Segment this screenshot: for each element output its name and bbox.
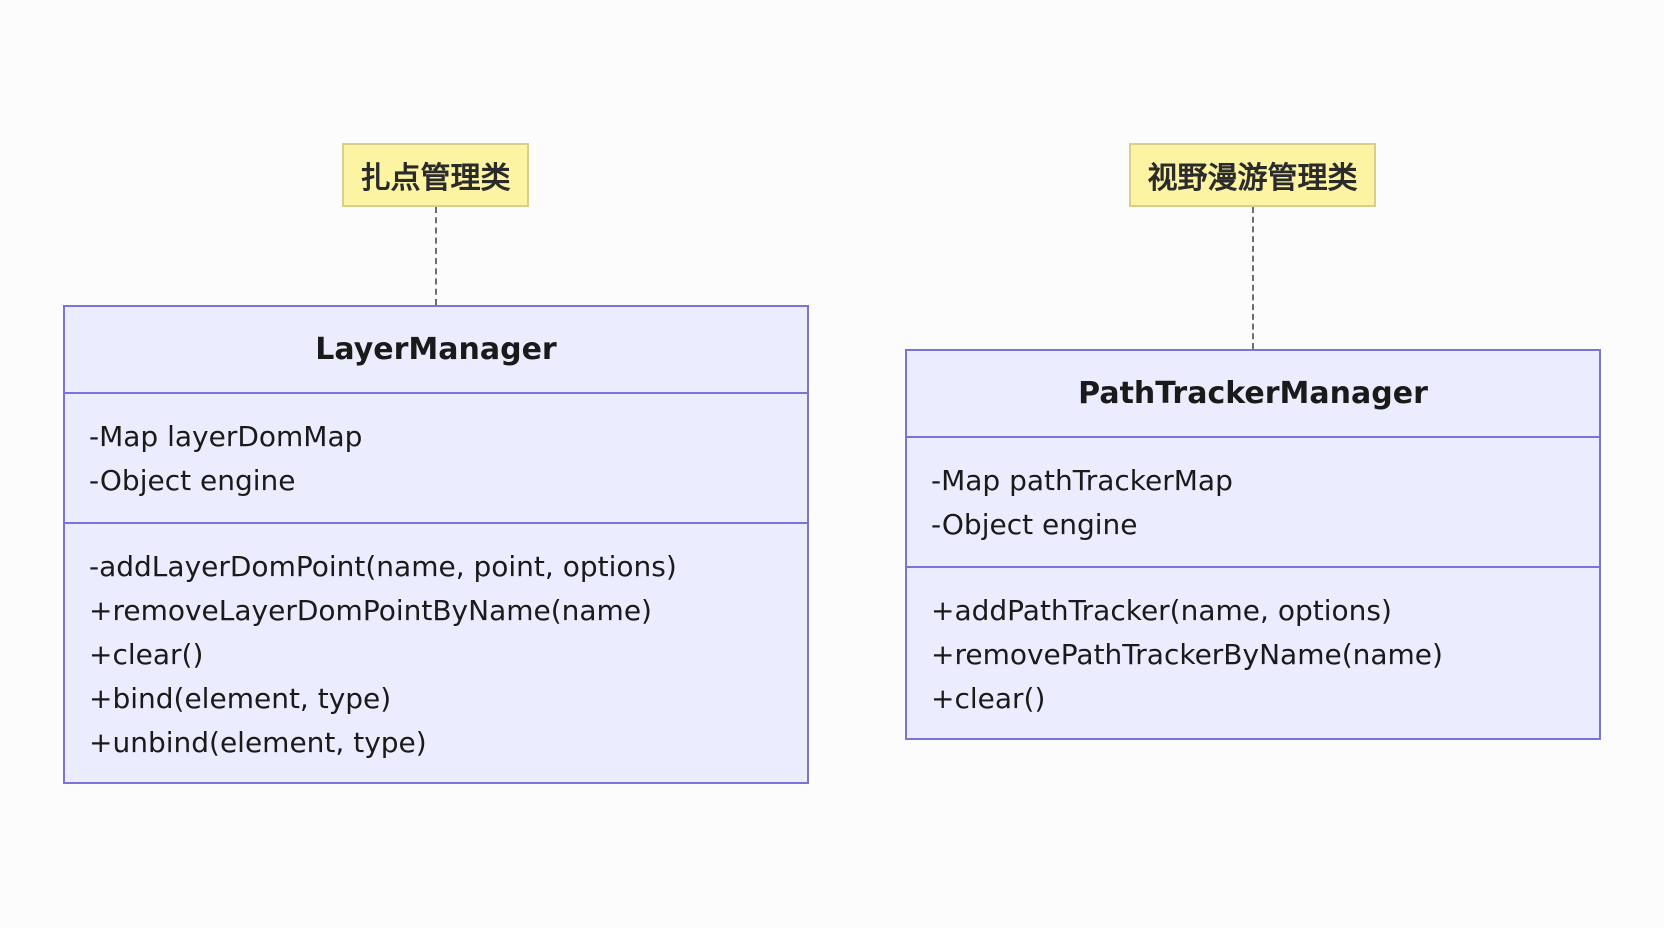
class-attributes: -Map pathTrackerMap -Object engine <box>907 438 1599 568</box>
class-methods: +addPathTracker(name, options) +removePa… <box>907 568 1599 721</box>
note-label: 视野漫游管理类 <box>1147 161 1358 196</box>
method: +clear() <box>931 682 1046 715</box>
method: +removePathTrackerByName(name) <box>931 638 1443 671</box>
class-name: PathTrackerManager <box>907 351 1599 438</box>
class-box-path-tracker-manager: PathTrackerManager -Map pathTrackerMap -… <box>905 349 1601 740</box>
note-label: 扎点管理类 <box>360 161 511 196</box>
class-attributes: -Map layerDomMap -Object engine <box>65 394 807 524</box>
method: +removeLayerDomPointByName(name) <box>89 594 652 627</box>
method: +clear() <box>89 638 204 671</box>
note-layer-manager: 扎点管理类 <box>342 143 529 207</box>
attribute: -Map pathTrackerMap <box>931 464 1233 497</box>
attribute: -Map layerDomMap <box>89 420 363 453</box>
method: -addLayerDomPoint(name, point, options) <box>89 550 677 583</box>
method: +unbind(element, type) <box>89 726 427 759</box>
note-connector <box>435 207 437 305</box>
attribute: -Object engine <box>931 508 1138 541</box>
note-connector <box>1252 207 1254 349</box>
class-methods: -addLayerDomPoint(name, point, options) … <box>65 524 807 765</box>
class-name: LayerManager <box>65 307 807 394</box>
class-box-layer-manager: LayerManager -Map layerDomMap -Object en… <box>63 305 809 784</box>
note-path-tracker-manager: 视野漫游管理类 <box>1129 143 1376 207</box>
method: +addPathTracker(name, options) <box>931 594 1392 627</box>
method: +bind(element, type) <box>89 682 392 715</box>
attribute: -Object engine <box>89 464 296 497</box>
